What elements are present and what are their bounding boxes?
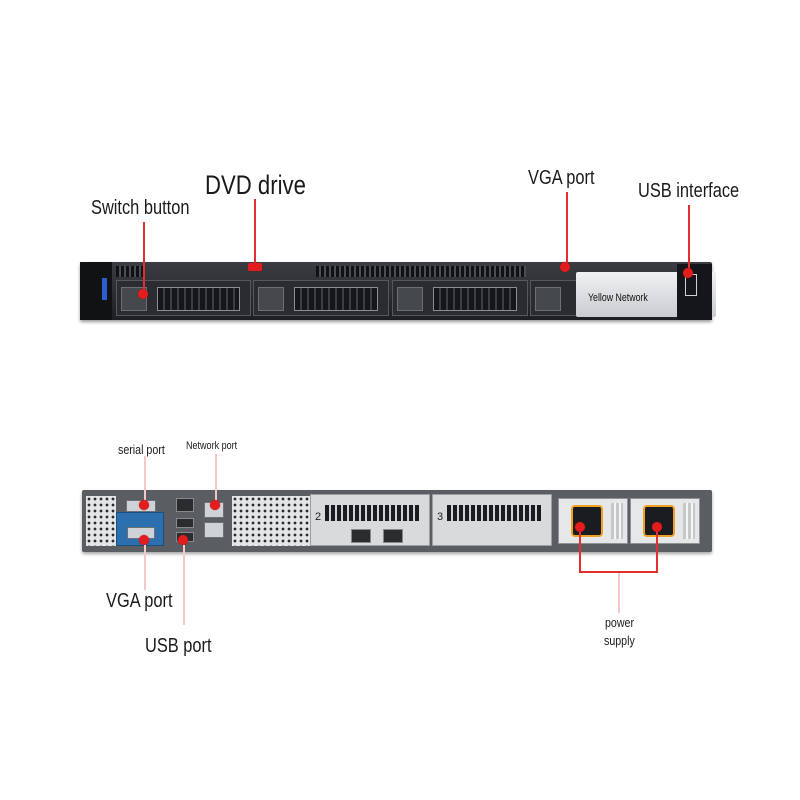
mgmt-network-port[interactable] — [176, 498, 194, 512]
riser-2-number: 2 — [315, 511, 322, 523]
pcie-riser-2: 2 — [310, 494, 430, 546]
front-left-ear — [80, 262, 112, 320]
riser-2-slots — [325, 505, 419, 521]
rear-vent-left — [86, 496, 116, 546]
riser-network-port-2[interactable] — [383, 529, 403, 543]
label-serial-port: serial port — [118, 442, 165, 457]
label-dvd-drive: DVD drive — [205, 170, 306, 200]
server-rear-chassis: 2 3 — [82, 490, 712, 552]
pcie-riser-3: 3 — [432, 494, 552, 546]
marker-rear-vga — [139, 535, 149, 545]
leader-psu-bracket — [579, 571, 658, 573]
psu-2-socket[interactable] — [643, 505, 675, 537]
drive-bay-3 — [392, 280, 528, 316]
psu-2 — [630, 498, 700, 544]
riser-network-port-1[interactable] — [351, 529, 371, 543]
riser-3-number: 3 — [437, 511, 444, 523]
front-vent-top — [316, 266, 526, 277]
label-rear-vga-port: VGA port — [106, 590, 173, 612]
psu-1-fins — [611, 503, 623, 539]
label-power-line2: supply — [604, 633, 635, 648]
marker-psu-1 — [575, 522, 585, 532]
leader-dvd-drive — [254, 199, 256, 267]
rear-vent-center — [232, 496, 312, 546]
leader-usb-interface — [688, 205, 690, 269]
marker-switch-button — [138, 289, 148, 299]
marker-serial-port — [139, 500, 149, 510]
front-right-ear — [677, 264, 712, 320]
marker-usb-port — [178, 535, 188, 545]
drive-bay-2-latch[interactable] — [258, 287, 284, 311]
leader-switch-button — [143, 222, 145, 292]
status-led-strip — [102, 278, 107, 300]
drive-bay-2 — [253, 280, 389, 316]
drive-bay-2-grille — [294, 287, 378, 311]
drive-bay-1 — [116, 280, 251, 316]
leader-front-vga — [566, 192, 568, 264]
marker-dvd-drive — [248, 263, 262, 271]
leader-psu-2 — [656, 532, 658, 572]
label-usb-interface: USB interface — [638, 180, 740, 202]
leader-usb-port — [183, 545, 185, 625]
leader-serial-port — [144, 456, 146, 502]
marker-usb-interface — [683, 268, 693, 278]
leader-network-port — [215, 454, 217, 502]
label-network-port: Network port — [186, 440, 238, 452]
leader-power-supply — [618, 573, 620, 613]
drive-bay-3-latch[interactable] — [397, 287, 423, 311]
front-vent-left — [116, 266, 144, 277]
drive-bay-4-latch[interactable] — [535, 287, 561, 311]
bezel-text: Yellow Network — [588, 292, 648, 304]
label-usb-port: USB port — [145, 635, 212, 657]
psu-1-socket[interactable] — [571, 505, 603, 537]
server-front-chassis: Yellow Network — [80, 262, 716, 320]
marker-psu-2 — [652, 522, 662, 532]
marker-front-vga — [560, 262, 570, 272]
rear-usb-port-1[interactable] — [176, 518, 194, 528]
label-switch-button: Switch button — [91, 197, 190, 219]
leader-psu-1 — [579, 532, 581, 572]
psu-2-fins — [683, 503, 695, 539]
psu-1 — [558, 498, 628, 544]
drive-bay-3-grille — [433, 287, 517, 311]
drive-bay-1-grille — [157, 287, 240, 311]
label-power-line1: power — [605, 615, 635, 630]
leader-rear-vga — [144, 545, 146, 590]
label-front-vga-port: VGA port — [528, 167, 595, 189]
network-port-2[interactable] — [204, 522, 224, 538]
marker-network-port — [210, 500, 220, 510]
riser-3-slots — [447, 505, 541, 521]
